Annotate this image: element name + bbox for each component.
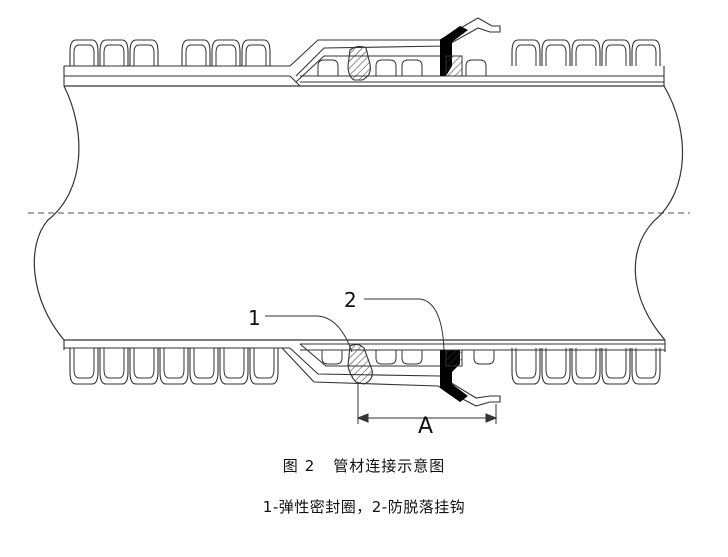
dimension-label-a: A — [418, 414, 433, 439]
anti-detach-hook-top — [440, 26, 468, 77]
figure-legend: 1-弹性密封圈，2-防脱落挂钩 — [262, 498, 466, 516]
top-socket-ribs — [317, 59, 487, 76]
figure-prefix: 图 — [282, 457, 299, 475]
figure-title: 管材连接示意图 — [333, 457, 446, 475]
seal-ring-top — [347, 45, 371, 81]
seal-ring-bottom — [347, 343, 373, 385]
callout-label-anti-detach-hook: 2 — [344, 288, 357, 312]
callout-leaders — [265, 298, 445, 353]
bottom-socket-ribs — [321, 350, 495, 365]
dimension-a — [356, 384, 498, 424]
pipe-connection-drawing: 1 2 A — [28, 17, 690, 439]
bottom-pipe-wall — [63, 339, 666, 407]
anti-detach-hook-bottom — [440, 349, 468, 402]
figure-number: 2 — [304, 457, 316, 475]
callout-label-seal-ring: 1 — [248, 306, 261, 330]
